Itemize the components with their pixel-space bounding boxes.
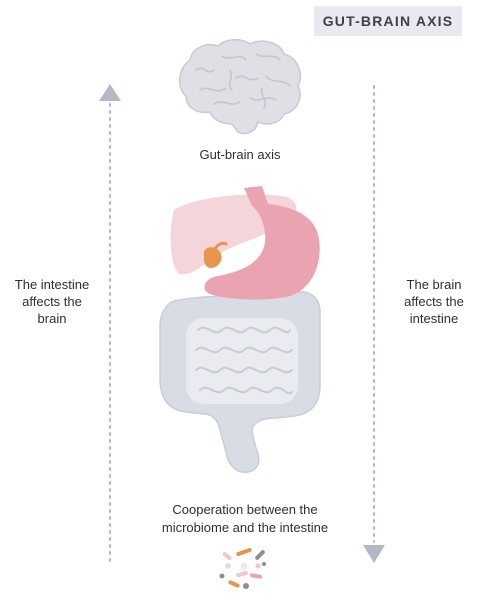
title-badge: GUT-BRAIN AXIS (314, 6, 462, 36)
microbiome-icon (219, 547, 266, 589)
label-line: brain (37, 311, 67, 326)
arrow-up-icon (99, 84, 121, 566)
label-line: Cooperation between the (172, 502, 318, 517)
label-intestine-affects-brain: The intestine affects the brain (2, 276, 102, 327)
arrow-down-icon (363, 85, 385, 563)
label-line: The brain (406, 277, 462, 292)
digestive-system-icon (159, 186, 321, 474)
label-gut-brain-axis: Gut-brain axis (199, 147, 281, 162)
label-line: The intestine (14, 277, 90, 292)
label-microbiome-cooperation: Cooperation between the microbiome and t… (130, 501, 360, 537)
brain-icon (178, 39, 302, 135)
label-line: affects the (22, 294, 82, 309)
label-brain-affects-intestine: The brain affects the intestine (384, 276, 484, 327)
label-line: affects the (404, 294, 464, 309)
label-line: intestine (409, 311, 459, 326)
label-line: microbiome and the intestine (161, 520, 329, 535)
